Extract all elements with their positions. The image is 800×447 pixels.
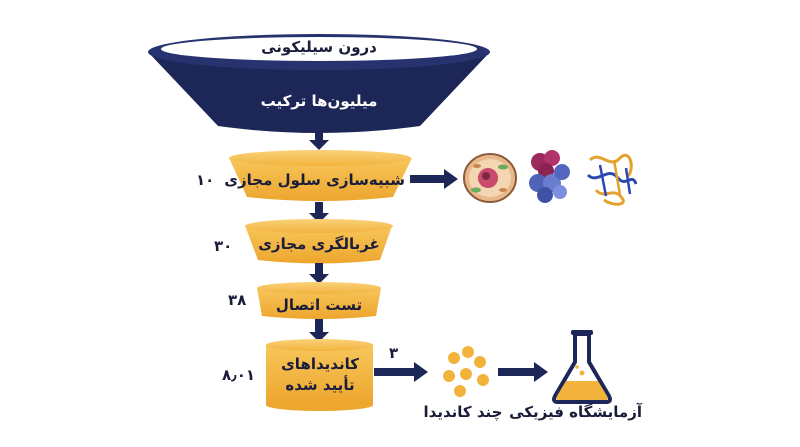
funnel-top-subtitle: میلیون‌ها ترکیب [260, 92, 378, 110]
stage-4-count: ۸٫۰۱ [222, 366, 256, 384]
lab-label: آزمایشگاه فیزیکی [509, 403, 642, 421]
arrow-down-1 [309, 132, 329, 150]
stage-1-label: شبیه‌سازی سلول مجازی [224, 171, 405, 189]
flask-icon [552, 330, 612, 404]
stage-3-label: تست اتصال [275, 296, 363, 314]
stage-3-count: ۳۸ [228, 291, 247, 309]
cell-icon [463, 153, 517, 203]
stage-4-label-line2: تأیید شده [285, 376, 355, 394]
ribbon-protein-icon [586, 153, 638, 206]
arrow-right-to-lab [498, 362, 548, 382]
stage-3-shape [257, 282, 381, 319]
protein-cluster-icon [529, 150, 570, 203]
stage-4-label-line1: کاندیداهای [281, 355, 359, 373]
arrow-right-to-candidates [374, 362, 428, 382]
stage-2-count: ۳۰ [214, 237, 233, 255]
navy-funnel-top [148, 34, 490, 133]
output-count: ۳ [389, 344, 399, 362]
stage-1-shape [229, 150, 412, 201]
candidates-label: چند کاندیدا [423, 403, 503, 421]
arrow-down-3 [309, 263, 329, 284]
stage-1-count: ۱۰ [196, 171, 215, 189]
arrow-down-2 [309, 202, 329, 223]
stage-2-label: غربالگری مجازی [258, 235, 380, 253]
candidates-dots-icon [443, 346, 489, 397]
stage-4-shape [266, 339, 373, 411]
arrow-down-4 [309, 319, 329, 342]
stage-2-shape [245, 219, 393, 264]
arrow-right-to-cell [410, 169, 458, 189]
funnel-top-title: درون سیلیکونی [261, 38, 377, 56]
